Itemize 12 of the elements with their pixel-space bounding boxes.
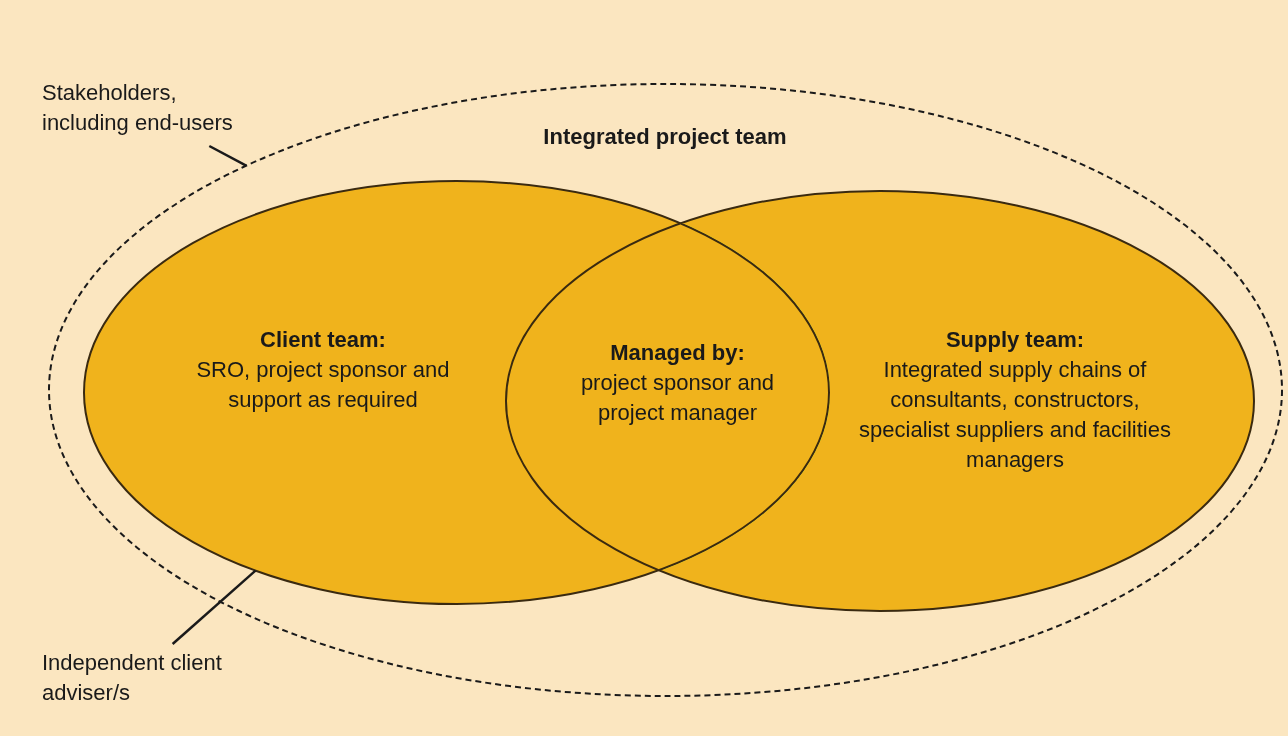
- team-ellipse: [505, 190, 1255, 612]
- heading: Supply team:: [944, 326, 1086, 354]
- description: project sponsor and project manager: [579, 369, 776, 427]
- callout-text: Stakeholders, including end-users: [42, 80, 233, 135]
- heading: Managed by:: [609, 339, 746, 367]
- heading: Client team:: [259, 326, 387, 354]
- leader-line: [208, 144, 247, 167]
- description: SRO, project sponsor and support as required: [195, 356, 451, 414]
- callout-text: Independent client adviser/s: [42, 650, 222, 705]
- leader-line: [171, 569, 257, 645]
- group-title: Integrated project team: [542, 123, 788, 151]
- description: Integrated supply chains of consultants, constructors, specialist suppliers and facilities managers: [858, 356, 1172, 474]
